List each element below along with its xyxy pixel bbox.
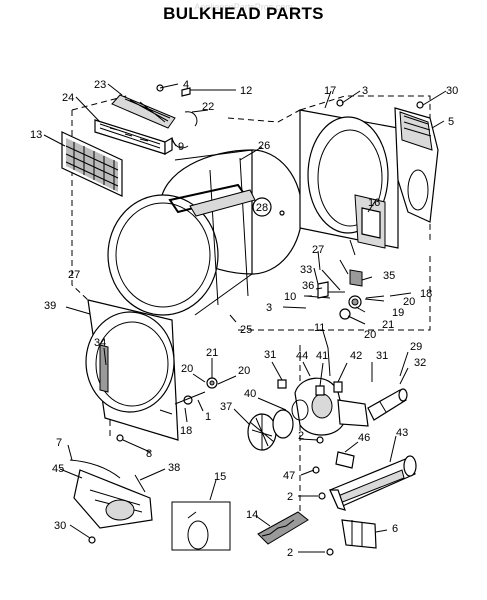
- callout-37: 37: [220, 401, 232, 413]
- part-screw-12: [181, 87, 191, 97]
- part-front-support: [73, 469, 153, 529]
- callout-20b: 20: [364, 329, 376, 341]
- callout-7: 7: [56, 437, 62, 449]
- callout-17: 17: [324, 85, 336, 97]
- callout-10: 10: [284, 291, 296, 303]
- callout-33: 33: [300, 264, 312, 276]
- callout-8: 8: [146, 448, 152, 460]
- part-rear-bulkhead: [85, 299, 179, 441]
- part-lint-screen: [61, 131, 123, 197]
- callout-19: 19: [392, 307, 404, 319]
- part-front-bulkhead: [299, 109, 399, 275]
- part-exhaust-duct: [367, 388, 408, 421]
- part-thermistor-wires: [171, 111, 198, 149]
- callout-20a: 20: [403, 296, 415, 308]
- callout-40: 40: [244, 388, 256, 400]
- part-screw-30b: [88, 536, 96, 544]
- part-screw-8: [116, 434, 124, 442]
- part-lint-housing: [94, 119, 173, 156]
- part-screw-30: [416, 101, 424, 109]
- part-wire-harness: [171, 501, 231, 551]
- callout-29: 29: [410, 341, 422, 353]
- part-bracket-6: [341, 519, 377, 549]
- part-screw-2c: [326, 548, 334, 556]
- callout-18b: 18: [180, 425, 192, 437]
- callout-11: 11: [314, 322, 325, 334]
- part-blower-wheel: [247, 409, 294, 451]
- callout-28: 28: [256, 202, 268, 214]
- callout-13: 13: [30, 129, 42, 141]
- callout-26: 26: [258, 140, 270, 152]
- callout-16: 16: [368, 197, 380, 209]
- part-wire-7: [69, 459, 121, 479]
- callout-6: 6: [392, 523, 398, 535]
- callout-31a: 31: [264, 349, 276, 361]
- callout-38: 38: [168, 462, 180, 474]
- callout-24: 24: [62, 92, 74, 104]
- callout-2c: 2: [287, 547, 293, 559]
- part-sensor-46: [312, 451, 355, 474]
- part-thermostats: [277, 379, 343, 396]
- callout-44: 44: [296, 350, 308, 362]
- part-pin-38: [134, 474, 146, 493]
- callout-32: 32: [414, 357, 426, 369]
- part-drum: 28: [107, 149, 303, 316]
- callout-2a: 2: [298, 430, 304, 442]
- callout-20d: 20: [238, 365, 250, 377]
- callout-35: 35: [383, 270, 395, 282]
- callout-34: 34: [94, 337, 106, 349]
- callout-15: 15: [214, 471, 226, 483]
- leader-lines: [43, 83, 447, 553]
- part-blower-housing: [394, 107, 439, 223]
- callout-27a: 27: [312, 244, 324, 256]
- callout-25: 25: [240, 324, 252, 336]
- callout-45: 45: [52, 463, 64, 475]
- callout-27b: 27: [68, 269, 80, 281]
- part-motor-44: [294, 377, 369, 436]
- callout-5: 5: [448, 116, 454, 128]
- part-heater-housing: [329, 455, 417, 511]
- part-upper-grille: [111, 84, 176, 129]
- part-drive-belt-pulley: [291, 399, 309, 421]
- callout-1: 1: [205, 411, 211, 423]
- part-clip-36: [317, 281, 329, 299]
- callout-4: 4: [183, 79, 189, 91]
- callout-18a: 18: [420, 288, 432, 300]
- callout-20c: 20: [181, 363, 193, 375]
- callout-31b: 31: [376, 350, 388, 362]
- watermark: AppliancePartsPros.com: [194, 2, 293, 12]
- callout-2b: 2: [287, 491, 293, 503]
- callout-3a: 3: [362, 85, 368, 97]
- page-title: BULKHEAD PARTS: [163, 4, 324, 23]
- callout-39: 39: [44, 300, 56, 312]
- callout-21b: 21: [206, 347, 218, 359]
- callout-41: 41: [316, 350, 328, 362]
- callout-30a: 30: [446, 85, 458, 97]
- callout-21a: 21: [382, 319, 394, 331]
- callout-36: 36: [302, 280, 314, 292]
- part-screw-3: [336, 99, 344, 107]
- callout-14: 14: [246, 509, 258, 521]
- part-screw-2b: [318, 492, 326, 500]
- part-idler-assembly: [320, 269, 385, 320]
- callout-9: 9: [178, 141, 184, 153]
- callout-22: 22: [202, 101, 214, 113]
- callout-3b: 3: [266, 302, 272, 314]
- callout-42: 42: [350, 350, 362, 362]
- callout-30b: 30: [54, 520, 66, 532]
- callout-46: 46: [358, 432, 370, 444]
- part-sensor-14: [257, 511, 309, 545]
- callout-47: 47: [283, 470, 295, 482]
- callout-labels: 4 12 23 24 22 13 9 26 17 3 30 5 16 27 27…: [30, 79, 458, 559]
- part-drum-roller-assembly: [174, 377, 218, 405]
- callout-12: 12: [240, 85, 252, 97]
- callout-43: 43: [396, 427, 408, 439]
- callout-23: 23: [94, 79, 106, 91]
